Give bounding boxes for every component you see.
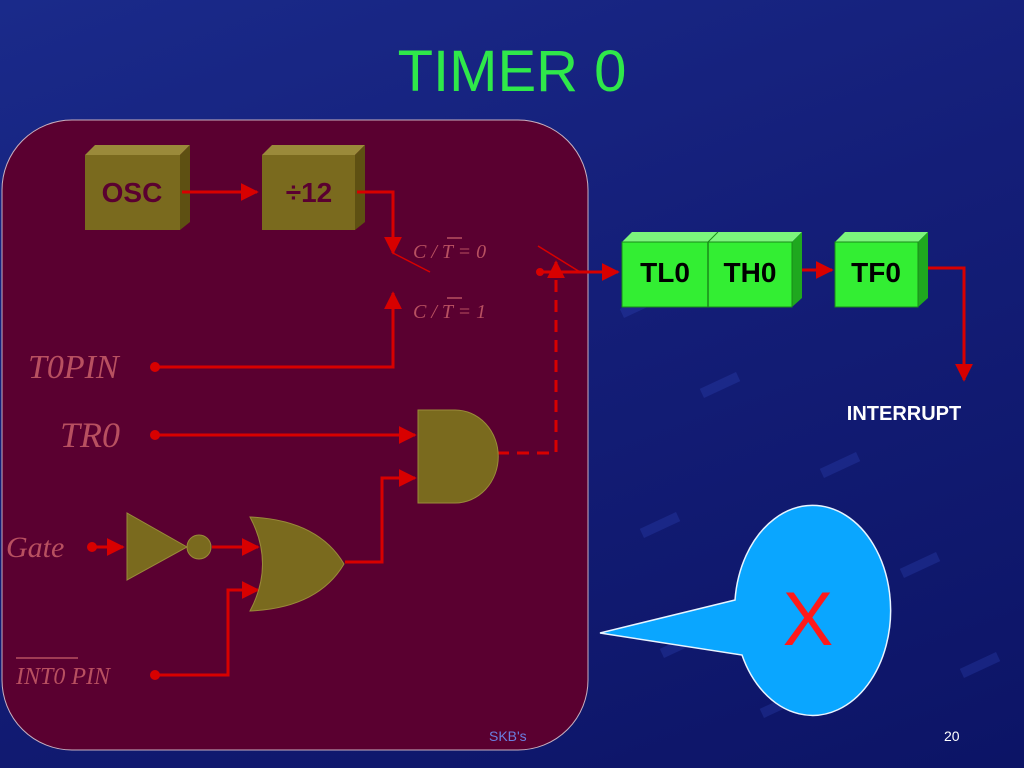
callout-bubble: X xyxy=(599,504,892,717)
t0pin-label: T0PIN xyxy=(28,349,121,386)
ct1-label: C / T = 1 xyxy=(413,297,486,323)
wire-endpoints xyxy=(87,268,544,680)
footer-author: SKB's xyxy=(489,728,527,744)
ct0-label: C / T = 0 xyxy=(413,237,486,263)
tf0-label: TF0 xyxy=(851,257,901,288)
interrupt-label: INTERRUPT xyxy=(847,403,961,425)
divider-label: ÷12 xyxy=(286,177,333,208)
tl0-th0-register: TL0 TH0 xyxy=(621,231,802,308)
int0pin-label: INT0 PIN xyxy=(15,657,112,690)
not-gate xyxy=(126,512,212,581)
tr0-label: TR0 xyxy=(60,415,120,455)
ct1-label-text: C / T = 1 xyxy=(413,301,486,323)
tf0-register: TF0 xyxy=(834,232,928,308)
osc-label: OSC xyxy=(102,177,163,208)
tl0-label: TL0 xyxy=(640,257,690,288)
gate-label: Gate xyxy=(6,531,64,564)
or-gate xyxy=(249,516,345,612)
page-number: 20 xyxy=(944,728,960,744)
slide-title: TIMER 0 xyxy=(397,39,627,104)
and-gate xyxy=(417,409,499,504)
th0-label: TH0 xyxy=(724,257,777,288)
osc-block: OSC xyxy=(85,145,190,230)
callout-label: X xyxy=(783,577,834,662)
divider-block: ÷12 xyxy=(262,145,365,230)
ct0-label-text: C / T = 0 xyxy=(413,241,486,263)
int0pin-label-text: INT0 PIN xyxy=(15,664,112,690)
wires xyxy=(95,183,973,677)
